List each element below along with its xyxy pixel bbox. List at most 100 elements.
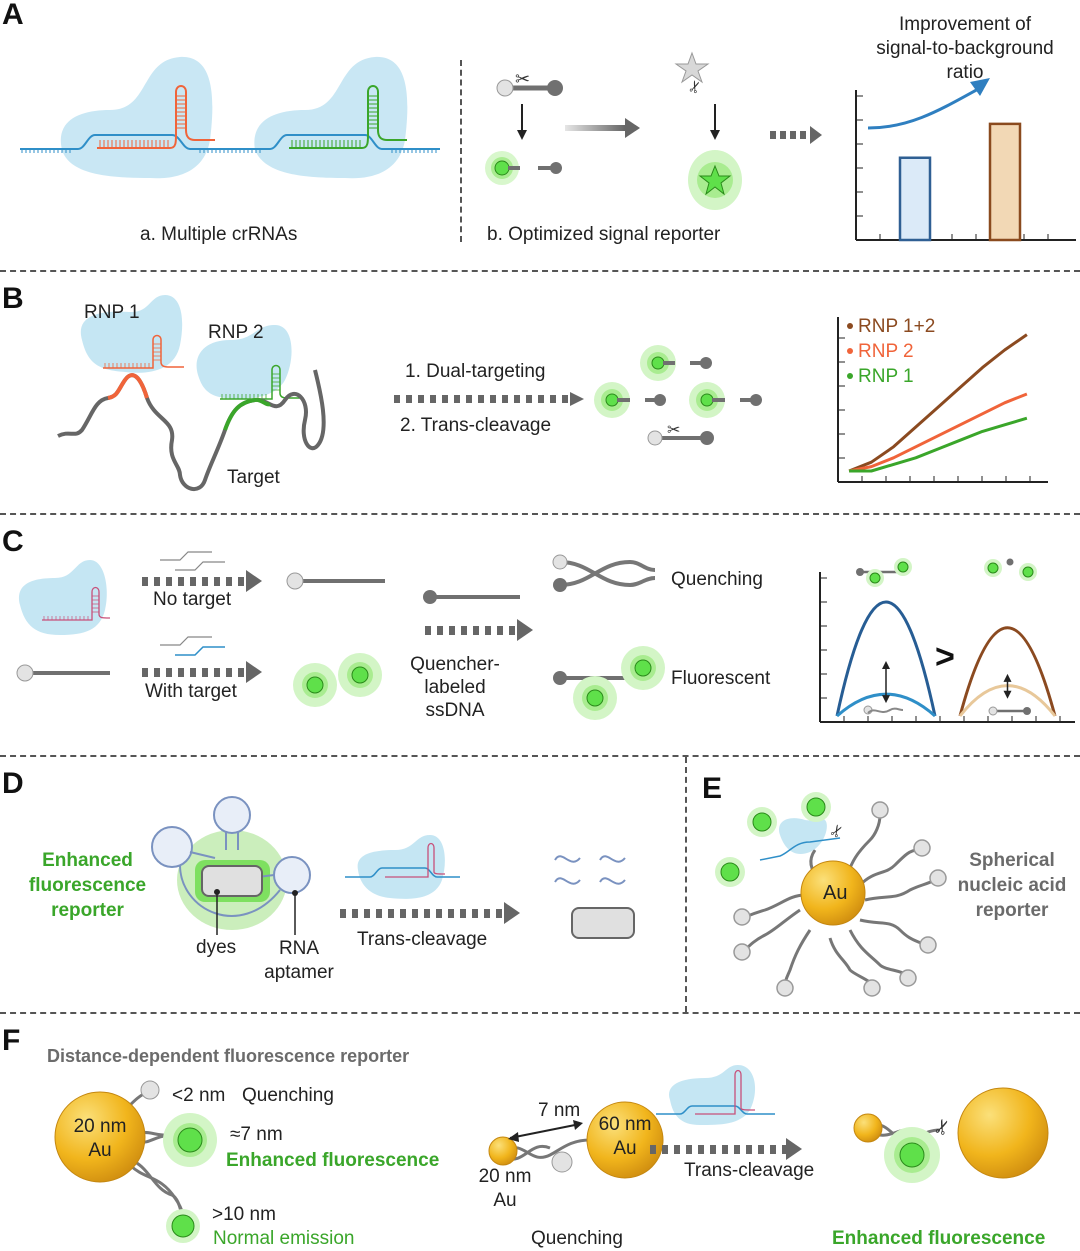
scissors-icon: ✂: [686, 78, 707, 96]
target-label: Target: [227, 467, 280, 488]
improvement-arrow-head: [970, 78, 990, 96]
divider-bc: [0, 513, 1080, 515]
gold-60nm: [586, 1101, 664, 1179]
legend-marker-1: [847, 348, 853, 354]
quencher-glyph: [1006, 558, 1014, 566]
target-dna-strand: [20, 134, 440, 150]
legend-label-1: RNP 2: [858, 341, 914, 362]
panel-label-c: C: [2, 525, 24, 558]
caption-multiple-crrnas: a. Multiple crRNAs: [140, 224, 298, 245]
gold-nanoparticle: [800, 860, 866, 926]
cleavage-step: [340, 835, 635, 939]
sbr-chart-title: Improvement of signal-to-background rati…: [876, 14, 1054, 83]
enhanced-reporter-title: Enhanced fluorescence reporter: [28, 850, 147, 921]
arrow-head-up-0: [882, 661, 890, 669]
quencher-glyph: [1023, 707, 1031, 715]
trans-cleavage-label-d: Trans-cleavage: [357, 929, 488, 950]
legend-label-0: RNP 1+2: [858, 316, 935, 337]
no-target-label: No target: [153, 589, 232, 610]
aptamer-label: RNA aptamer: [264, 938, 334, 983]
star-fluorescent-icon: [698, 164, 732, 196]
improvement-arrow: [867, 86, 981, 130]
arrow-head-down-1: [1003, 690, 1012, 699]
rnp1-label: RNP 1: [84, 302, 140, 323]
quencher-glyph: [856, 568, 864, 576]
series-line-0: [848, 333, 1028, 473]
dual-targeting-illustration: [57, 295, 326, 491]
cleaved-rna-fragments: [554, 855, 626, 885]
reporter-glyph: [988, 706, 998, 716]
distance-7nm: ≈7 nm: [230, 1124, 283, 1145]
rnp2-protein: [196, 325, 292, 399]
quencher-ssdna-illustration: [16, 551, 533, 707]
scissors-icon: ✂: [667, 422, 680, 439]
distance-reporter-title: Distance-dependent fluorescence reporter: [47, 1046, 410, 1066]
state-enhanced: Enhanced fluorescence: [832, 1228, 1046, 1249]
peak-quenching-signal: [835, 600, 937, 717]
optimized-reporter-illustration: ✂ ✂: [485, 51, 822, 210]
scissors-icon: ✂: [930, 1115, 956, 1138]
fluorophore-glyph-2: [987, 562, 999, 574]
distance-lt2: <2 nm: [172, 1085, 226, 1106]
cleaved-reporter: [485, 151, 562, 185]
step-trans-cleavage: 2. Trans-cleavage: [400, 415, 552, 436]
sna-reporter-title: Spherical nucleic acid reporter: [957, 850, 1067, 921]
gold-core-label-e: Au: [823, 882, 848, 904]
divider-a: [460, 60, 462, 242]
trans-cleavage-label-f: Trans-cleavage: [684, 1160, 815, 1181]
multiple-crrna-illustration: [20, 56, 440, 179]
panel-label-a: A: [2, 0, 24, 31]
arrow-head-up-1: [1003, 673, 1012, 682]
fluorescent-label: Fluorescent: [671, 668, 771, 689]
dyes-label: dyes: [196, 937, 237, 958]
probe-states: [552, 554, 665, 720]
gold-20nm-small: [488, 1136, 518, 1166]
legend-label-2: RNP 1: [858, 366, 914, 387]
gold-60nm-label: 60 nm Au: [598, 1114, 652, 1159]
dimer-cleavage-illustration: ✂: [488, 1065, 1049, 1183]
state-quenching: Quenching: [531, 1228, 623, 1249]
target-strand: [57, 369, 326, 491]
legend-marker-2: [847, 373, 853, 379]
caption-optimized-reporter: b. Optimized signal reporter: [487, 224, 721, 245]
signal-background-peaks-chart: >: [819, 558, 1075, 723]
linear-reporter-intact: ✂: [496, 69, 563, 97]
divider-ef: [0, 1012, 1080, 1014]
bar-1: [898, 156, 932, 242]
cas-protein: [19, 560, 107, 635]
series-line-1: [848, 392, 1028, 473]
crrna-orange: [97, 85, 215, 149]
with-target-label: With target: [145, 681, 237, 702]
rnp2-label: RNP 2: [208, 322, 264, 343]
crrna-green: [289, 85, 407, 149]
distance-dependent-illustration: [54, 1080, 217, 1243]
spherical-nucleic-acid-illustration: ✂: [715, 792, 947, 997]
panel-label-d: D: [2, 767, 24, 800]
gold-20nm: [54, 1091, 146, 1183]
legend-marker-0: [847, 323, 853, 329]
star-quenched-icon: [674, 51, 710, 84]
series-line-2: [849, 416, 1028, 473]
distance-gt10: >10 nm: [212, 1204, 276, 1225]
fluorophore-glyph-0: [869, 572, 881, 584]
sbr-bar-chart: [855, 78, 1076, 242]
dye-molecule: [201, 865, 263, 897]
fluorophore-glyph-1: [897, 561, 909, 573]
divider-ab: [0, 270, 1080, 272]
gap-7nm-label: 7 nm: [538, 1100, 581, 1121]
effect-enhanced: Enhanced fluorescence: [226, 1150, 440, 1171]
scissors-icon: ✂: [515, 69, 530, 89]
panel-label-f: F: [2, 1024, 21, 1057]
panel-label-b: B: [2, 282, 24, 315]
gold-20nm-label: 20 nm Au: [73, 1116, 127, 1161]
cleaved-reporters: ✂: [594, 345, 762, 446]
effect-normal: Normal emission: [213, 1228, 355, 1249]
panel-label-e: E: [702, 772, 723, 805]
dashed-arrow: [770, 126, 822, 144]
dashed-arrow: [394, 392, 584, 406]
hairpin-glyph: [867, 707, 904, 714]
step-dual-targeting: 1. Dual-targeting: [405, 361, 546, 382]
peak-linear-signal: [958, 626, 1057, 717]
effect-quenching: Quenching: [242, 1085, 334, 1106]
